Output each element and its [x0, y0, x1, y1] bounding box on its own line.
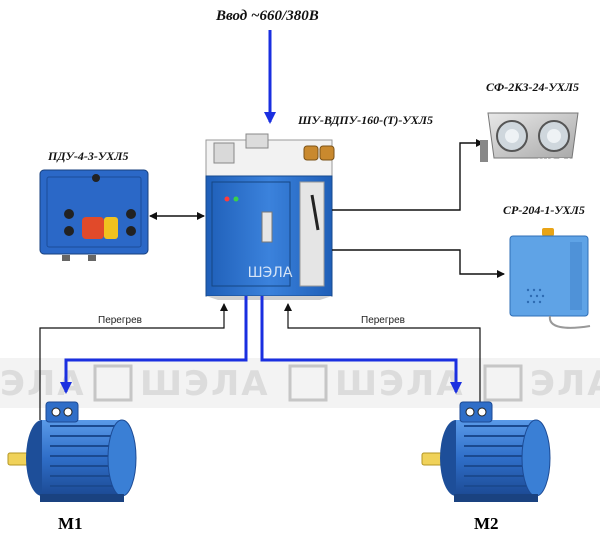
- input-label: Ввод ~660/380В: [216, 8, 319, 24]
- power-line-m1: [60, 296, 248, 394]
- power-line-m2: [260, 296, 462, 394]
- cabinet-watermark: ШЭЛА: [248, 265, 293, 281]
- siren: [509, 228, 591, 329]
- main-device-label: ШУ-ВДПУ-160-(Т)-УХЛ5: [298, 113, 433, 127]
- siren-device-label: СР-204-1-УХЛ5: [503, 203, 585, 217]
- siren-link: [332, 249, 505, 278]
- motor-m1: [7, 401, 137, 502]
- watermark-text: ЭЛА: [530, 364, 600, 404]
- motor-m2-label: М2: [474, 514, 499, 533]
- overheat-label-left: Перегрев: [98, 315, 142, 326]
- main-cabinet: ШЭЛА: [205, 133, 335, 300]
- overheat-line-m1: [39, 303, 228, 420]
- lamp-device-label: СФ-2КЗ-24-УХЛ5: [486, 80, 580, 94]
- signal-lamp: ШЭЛА: [480, 112, 579, 169]
- lamp-link: [332, 139, 484, 211]
- motor-m2: [421, 401, 551, 502]
- lamp-watermark: ШЭЛА: [537, 156, 573, 169]
- control-panel: [39, 169, 149, 261]
- watermark-band: ЭЛА ШЭЛА ШЭЛА ЭЛА: [0, 358, 600, 408]
- overheat-line-m2: [284, 303, 481, 420]
- panel-device-label: ПДУ-4-3-УХЛ5: [48, 149, 129, 163]
- overheat-label-right: Перегрев: [361, 315, 405, 326]
- watermark-text: ШЭЛА: [335, 364, 465, 404]
- motor-m1-label: М1: [58, 514, 83, 533]
- watermark-text: ШЭЛА: [140, 364, 270, 404]
- watermark-background: [0, 358, 600, 408]
